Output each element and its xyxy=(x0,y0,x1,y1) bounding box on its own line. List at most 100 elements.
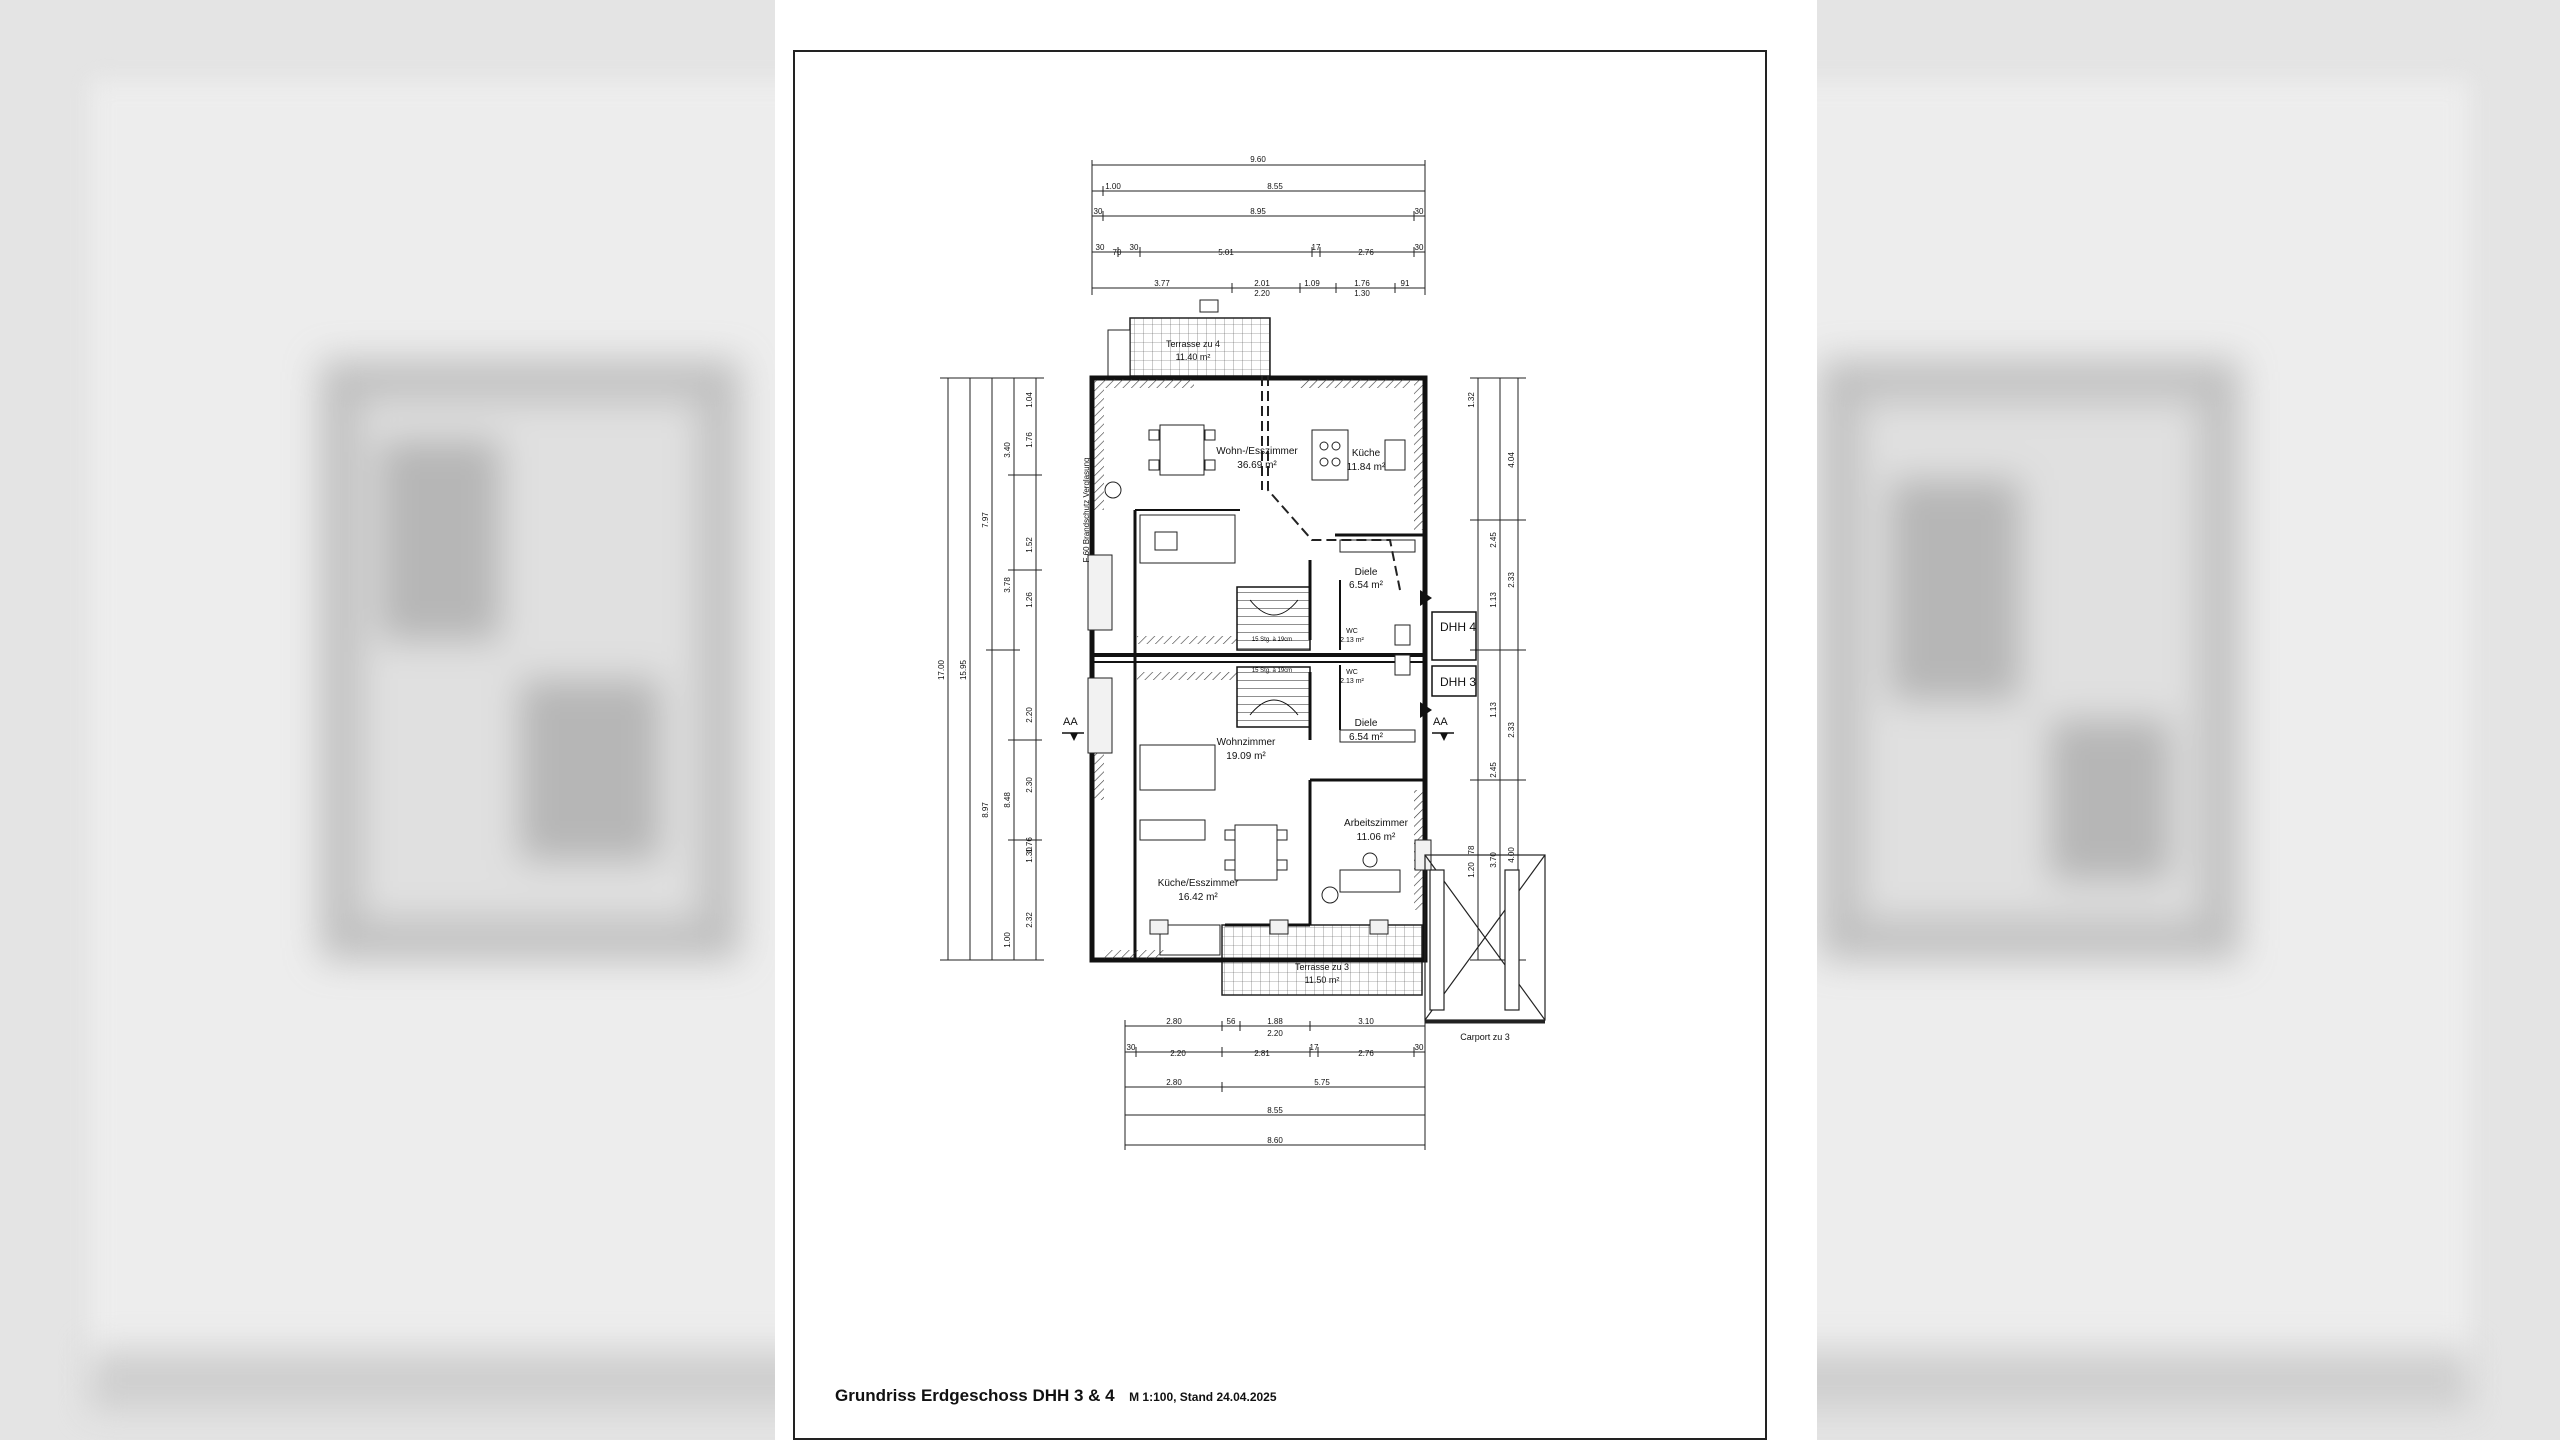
stairs-top-label: 15 Stg. à 19cm xyxy=(1252,637,1292,643)
dim-left-p5: 1.26 xyxy=(1025,592,1034,608)
dimension-labels-right: 1.32 4.04 2.45 2.33 1.13 2.45 2.33 1.13 … xyxy=(1467,392,1516,878)
dim-bottom-8: 2.81 xyxy=(1254,1049,1270,1058)
dim-right-2: 4.04 xyxy=(1507,452,1516,468)
terrace-3-label: Terrasse zu 3 xyxy=(1295,962,1349,972)
dim-left-p9: 1.00 xyxy=(1003,932,1012,948)
dim-bottom-5: 2.20 xyxy=(1267,1029,1283,1038)
dim-bottom-6: 30 xyxy=(1127,1043,1136,1052)
dimension-lines-right xyxy=(1470,377,1526,961)
dimension-lines-bottom xyxy=(1124,1020,1426,1150)
room-wc-top: WC xyxy=(1346,628,1358,635)
room-kueche-ess: Küche/Esszimmer xyxy=(1158,878,1239,889)
backdrop-plan-right xyxy=(1820,360,2240,960)
dim-right-10: 3.70 xyxy=(1489,852,1498,868)
dim-left-p6: 2.30 xyxy=(1025,777,1034,793)
carport xyxy=(1424,854,1546,1024)
dim-left-p11: 1.04 xyxy=(1025,392,1034,408)
dhh3-label: DHH 3 xyxy=(1440,675,1476,689)
room-kueche-ess-area: 16.42 m² xyxy=(1178,892,1218,903)
dim-left-total: 17.00 xyxy=(937,659,946,680)
dim-left-p3: 2.20 xyxy=(1025,707,1034,723)
room-diele-bottom-area: 6.54 m² xyxy=(1349,732,1384,743)
dim-top-20: 1.30 xyxy=(1354,289,1370,298)
dim-left-p12: 1.76 xyxy=(1025,432,1034,448)
terrace-4-area: 11.40 m² xyxy=(1176,352,1211,362)
room-diele-bottom: Diele xyxy=(1355,718,1378,729)
dim-top-14: 3.77 xyxy=(1154,279,1170,288)
dim-top-6: 30 xyxy=(1415,207,1424,216)
room-wc-bottom: WC xyxy=(1346,669,1358,676)
dim-right-5: 1.13 xyxy=(1489,592,1498,608)
floor-plan: 9.60 1.00 8.55 30 8.95 30 30 70 30 5.01 … xyxy=(937,155,1546,1150)
room-kueche: Küche xyxy=(1352,448,1381,459)
dim-top-11: 17 xyxy=(1312,243,1321,252)
dim-bottom-15: 8.60 xyxy=(1267,1136,1283,1145)
room-labels: Wohn-/Esszimmer 36.69 m² Küche 11.84 m² … xyxy=(1158,446,1409,903)
room-wc-bottom-area: 2.13 m² xyxy=(1340,678,1364,685)
dim-left-p1: 3.40 xyxy=(1003,442,1012,458)
fire-wall-label: F 60 Brandschutz Verglasung xyxy=(1082,458,1091,563)
dhh4-label: DHH 4 xyxy=(1440,620,1476,634)
dim-top-17: 1.76 xyxy=(1354,279,1370,288)
dim-top-8: 70 xyxy=(1113,248,1122,257)
room-kueche-area: 11.84 m² xyxy=(1347,462,1386,473)
room-wohn-ess: Wohn-/Esszimmer xyxy=(1216,446,1298,457)
room-wc-top-area: 2.13 m² xyxy=(1340,637,1364,644)
terrace-top: Terrasse zu 4 11.40 m² xyxy=(1107,299,1271,377)
dim-bottom-4: 3.10 xyxy=(1358,1017,1374,1026)
dimension-labels-bottom: 2.80 56 1.88 3.10 2.20 30 2.20 2.81 17 2… xyxy=(1127,1017,1424,1145)
dim-bottom-1: 2.80 xyxy=(1166,1017,1182,1026)
room-arbeitszimmer-area: 11.06 m² xyxy=(1357,832,1396,843)
dim-bottom-14: 8.55 xyxy=(1267,1106,1283,1115)
dim-top-2: 1.00 xyxy=(1105,182,1121,191)
dim-bottom-13: 5.75 xyxy=(1314,1078,1330,1087)
dim-bottom-11: 30 xyxy=(1415,1043,1424,1052)
backdrop-plan-left xyxy=(320,360,740,960)
projection-lines xyxy=(1261,376,1401,591)
entrance-markers: DHH 4 DHH 3 xyxy=(1420,590,1477,718)
dim-top-10: 5.01 xyxy=(1218,248,1234,257)
room-wohn-ess-area: 36.69 m² xyxy=(1237,460,1277,471)
dim-top-9: 30 xyxy=(1130,243,1139,252)
stairs-bottom-label: 15 Stg. à 19cm xyxy=(1252,668,1292,674)
dim-top-19: 2.20 xyxy=(1254,289,1270,298)
dimension-labels-left: 17.00 15.95 7.97 8.97 8.48 3.40 3.78 2.2… xyxy=(937,392,1034,948)
dim-bottom-7: 2.20 xyxy=(1170,1049,1186,1058)
dim-top-1: 9.60 xyxy=(1250,155,1266,164)
section-aa-left: AA xyxy=(1063,716,1078,728)
dim-left-p7: 1.30 xyxy=(1025,847,1034,863)
section-markers: AA AA xyxy=(1062,716,1454,741)
drawing-title: Grundriss Erdgeschoss DHH 3 & 4 xyxy=(835,1386,1115,1405)
dim-bottom-12: 2.80 xyxy=(1166,1078,1182,1087)
drawing-frame xyxy=(793,50,1767,1440)
dim-right-7: 2.33 xyxy=(1507,722,1516,738)
dim-left-inner: 15.95 xyxy=(959,659,968,680)
dim-bottom-10: 2.76 xyxy=(1358,1049,1374,1058)
dim-top-13: 30 xyxy=(1415,243,1424,252)
dim-top-15: 2.01 xyxy=(1254,279,1270,288)
room-wohnzimmer: Wohnzimmer xyxy=(1217,737,1276,748)
section-aa-right: AA xyxy=(1433,716,1448,728)
dim-left-a: 7.97 xyxy=(981,512,990,528)
windows xyxy=(1087,554,1432,935)
dim-top-16: 1.09 xyxy=(1304,279,1320,288)
dim-left-b: 8.97 xyxy=(981,802,990,818)
dim-bottom-9: 17 xyxy=(1310,1043,1319,1052)
dim-left-p4: 1.52 xyxy=(1025,537,1034,553)
dim-right-3: 2.45 xyxy=(1489,532,1498,548)
room-diele-top-area: 6.54 m² xyxy=(1349,580,1384,591)
room-wohnzimmer-area: 19.09 m² xyxy=(1226,751,1266,762)
dim-right-1: 1.32 xyxy=(1467,392,1476,408)
image-viewer: 9.60 1.00 8.55 30 8.95 30 30 70 30 5.01 … xyxy=(775,0,1817,1440)
dim-right-8: 1.13 xyxy=(1489,702,1498,718)
dimension-lines-top xyxy=(1091,160,1426,295)
furniture xyxy=(1104,424,1416,904)
dim-right-12: 78 xyxy=(1467,845,1476,854)
terrace-4-label: Terrasse zu 4 xyxy=(1166,339,1220,349)
dim-left-p2: 3.78 xyxy=(1003,577,1012,593)
carport-label: Carport zu 3 xyxy=(1460,1032,1510,1042)
dim-right-9: 1.20 xyxy=(1467,862,1476,878)
dim-bottom-2: 56 xyxy=(1227,1017,1236,1026)
dim-top-18: 91 xyxy=(1401,279,1410,288)
dim-right-4: 2.33 xyxy=(1507,572,1516,588)
